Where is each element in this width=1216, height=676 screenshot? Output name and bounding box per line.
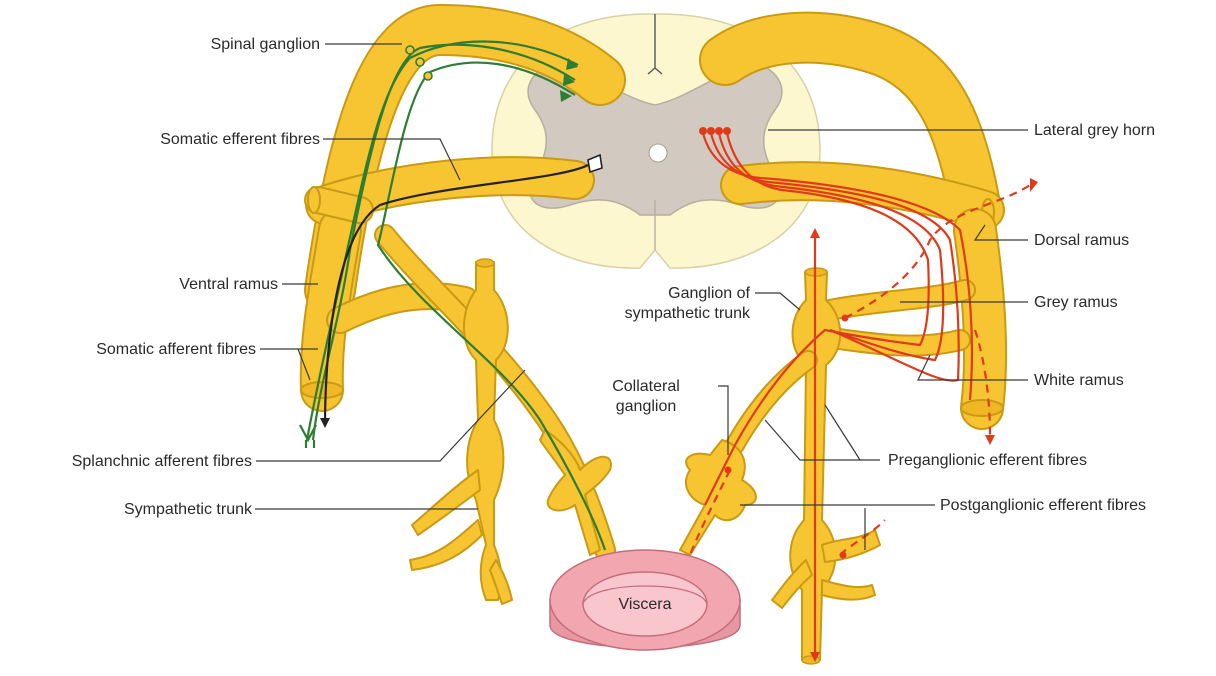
label-dorsal-ramus: Dorsal ramus (1034, 231, 1129, 250)
label-somatic-afferent-fibres: Somatic afferent fibres (10, 340, 256, 359)
label-ganglion-of-sympathetic-trunk-line1: Ganglion of (560, 284, 750, 303)
label-preganglionic-efferent-fibres: Preganglionic efferent fibres (888, 451, 1087, 470)
label-lateral-grey-horn: Lateral grey horn (1034, 121, 1155, 140)
label-grey-ramus: Grey ramus (1034, 293, 1118, 312)
label-viscera: Viscera (595, 595, 695, 614)
label-spinal-ganglion: Spinal ganglion (120, 35, 320, 54)
label-ganglion-of-sympathetic-trunk-line2: sympathetic trunk (560, 304, 750, 323)
central-canal (649, 144, 667, 162)
label-sympathetic-trunk: Sympathetic trunk (40, 500, 252, 519)
label-somatic-efferent-fibres: Somatic efferent fibres (60, 130, 320, 149)
label-postganglionic-efferent-fibres: Postganglionic efferent fibres (940, 496, 1146, 515)
label-white-ramus: White ramus (1034, 371, 1124, 390)
label-collateral-ganglion-line2: ganglion (580, 397, 712, 416)
label-ventral-ramus: Ventral ramus (80, 275, 278, 294)
label-splanchnic-afferent-fibres: Splanchnic afferent fibres (4, 452, 252, 471)
label-collateral-ganglion-line1: Collateral (580, 377, 712, 396)
